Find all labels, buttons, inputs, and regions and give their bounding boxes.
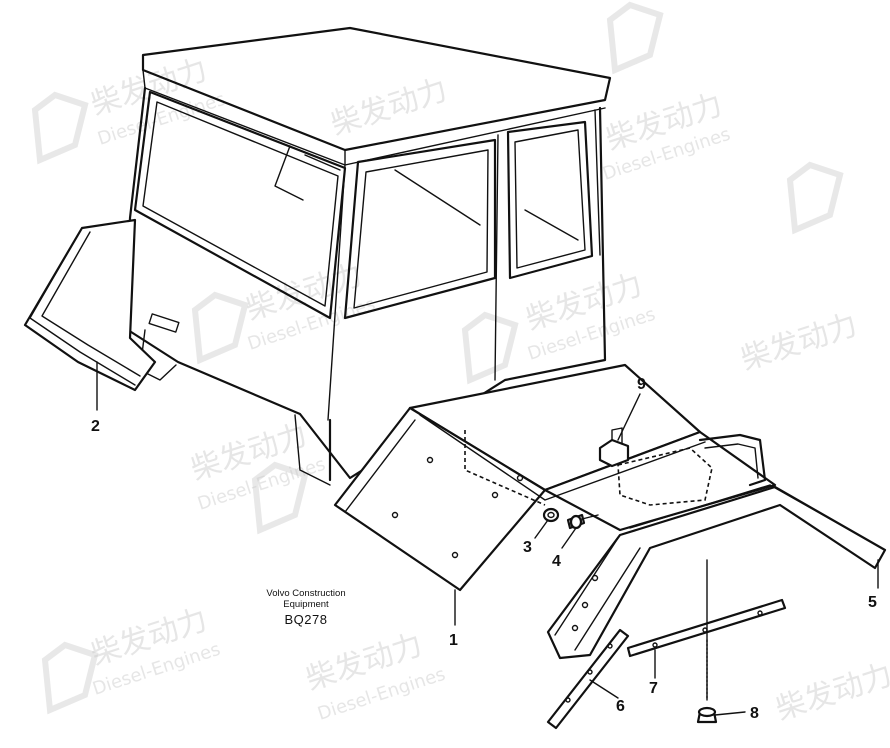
callout-6: 6 bbox=[616, 698, 625, 715]
strip-part-6 bbox=[546, 628, 630, 730]
fender-side-face bbox=[543, 430, 777, 532]
drawing-code: BQ278 bbox=[284, 612, 328, 627]
callout-2: 2 bbox=[91, 418, 100, 435]
support-frame bbox=[546, 484, 887, 660]
callout-1: 1 bbox=[449, 632, 458, 649]
left-mudguard bbox=[23, 218, 157, 392]
callout-9: 9 bbox=[637, 376, 646, 393]
screw-part-4 bbox=[566, 513, 599, 530]
watermark-logo-icon bbox=[31, 1, 844, 715]
watermark-brand: 柴发动力 bbox=[772, 657, 890, 727]
callout-5: 5 bbox=[868, 594, 877, 611]
clamp-part-9 bbox=[598, 427, 630, 468]
watermark-brand: 柴发动力 bbox=[737, 307, 862, 377]
leader-lines bbox=[96, 361, 879, 716]
caption-line-2: Equipment bbox=[283, 599, 329, 610]
fender-front-face bbox=[333, 406, 547, 592]
cab-door-window bbox=[506, 120, 594, 280]
main-fender bbox=[333, 363, 777, 592]
nut-part-3 bbox=[542, 507, 560, 523]
callout-7: 7 bbox=[649, 680, 658, 697]
callout-3: 3 bbox=[523, 539, 532, 556]
cab-door-handle bbox=[148, 313, 180, 333]
caption-line-1: Volvo Construction bbox=[266, 588, 346, 599]
cab-front-window bbox=[133, 90, 347, 320]
callout-8: 8 bbox=[750, 705, 759, 722]
callout-4: 4 bbox=[552, 553, 561, 570]
callouts: 1 2 3 4 5 6 7 8 9 bbox=[91, 376, 877, 722]
cab-roof bbox=[141, 26, 612, 152]
manufacturer-caption: Volvo Construction Equipment bbox=[252, 588, 360, 610]
watermark-layer: 柴发动力 Diesel-Engines 柴发动力 柴发动力 Diesel-Eng… bbox=[31, 1, 890, 728]
handrail bbox=[698, 433, 767, 487]
bolt-part-8 bbox=[696, 559, 718, 724]
cab-side-window bbox=[343, 138, 497, 320]
